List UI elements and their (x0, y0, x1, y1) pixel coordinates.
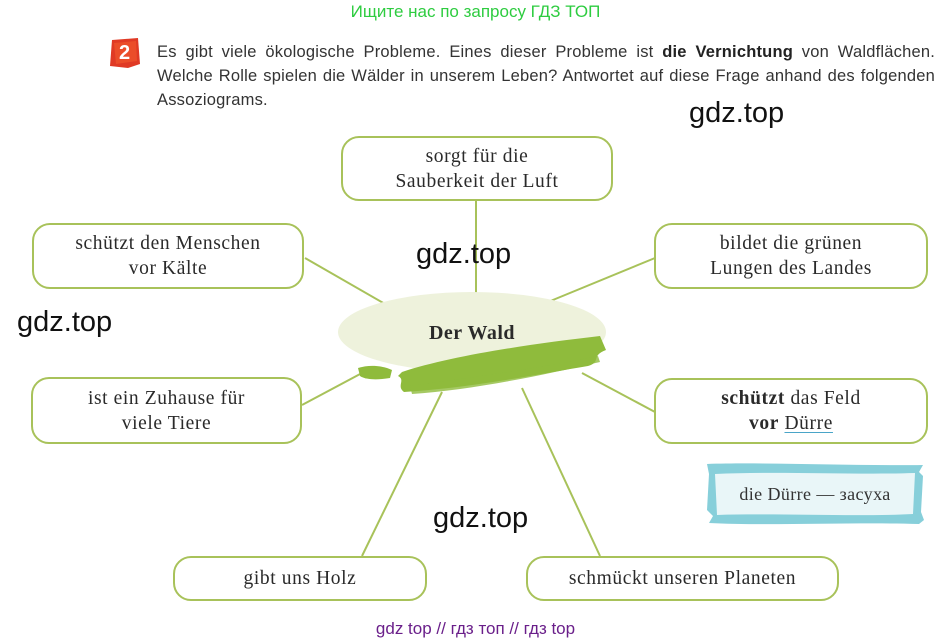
line-bottom-left (361, 391, 443, 557)
task-number: 2 (118, 42, 131, 64)
box-bottom-left: gibt uns Holz (173, 556, 427, 601)
box-upper-left: schützt den Menschen vor Kälte (32, 223, 304, 289)
box-mid-right-line2: vor Dürre (749, 411, 833, 436)
vocab-note: die Dürre — засуха (705, 462, 925, 526)
box-bottom-right-line1: schmückt unseren Planeten (568, 568, 797, 589)
box-upper-left-line1: schützt den Menschen (75, 233, 261, 254)
search-banner: Ищите нас по запросу ГДЗ ТОП (350, 2, 601, 21)
box-mid-right: schützt das Feld vor Dürre (654, 378, 928, 444)
line-upper-right (547, 257, 656, 303)
vocab-brush-icon (707, 463, 924, 525)
box-bottom-right: schmückt unseren Planeten (526, 556, 839, 601)
box-upper-right-line2: Lungen des Landes (710, 258, 872, 279)
line-mid-right (581, 372, 656, 413)
vocab-text: die Dürre — засуха (739, 484, 891, 504)
box-mid-right-bold1: schützt (721, 388, 785, 409)
task-text-part1: Es gibt viele ökologische Probleme. Eine… (157, 43, 663, 61)
box-upper-right: bildet die grünen Lungen des Landes (654, 223, 928, 289)
box-upper-right-line1: bildet die grünen (719, 233, 863, 254)
box-upper-left-line2: vor Kälte (128, 258, 208, 279)
box-bottom-left-line1: gibt uns Holz (243, 568, 357, 589)
task-text-part2: von Waldflächen. Welche Rolle spielen di… (157, 43, 935, 109)
center-brush-stroke (358, 336, 606, 394)
line-upper-left (304, 257, 386, 305)
line-bottom-right (521, 387, 601, 557)
watermark-1: gdz.top (689, 97, 785, 129)
footer-watermark: gdz top // гдз топ // гдз top (375, 619, 576, 638)
box-top-line1: sorgt für die (425, 145, 529, 167)
box-top: sorgt für die Sauberkeit der Luft (341, 136, 613, 201)
watermark-4: gdz.top (433, 502, 529, 534)
box-mid-left: ist ein Zuhause für viele Tiere (31, 377, 302, 444)
line-mid-left (301, 372, 363, 406)
box-mid-left-line2: viele Tiere (121, 412, 212, 434)
watermark-2: gdz.top (416, 238, 512, 270)
center-label: Der Wald (428, 322, 516, 344)
task-text-bold: die Vernichtung (662, 43, 794, 61)
box-mid-right-rest1: das Feld (784, 388, 861, 409)
box-mid-right-bold2: vor (749, 413, 779, 434)
badge-shape-icon (110, 38, 140, 68)
box-mid-right-line1: schützt das Feld (721, 386, 861, 411)
task-number-badge: 2 (108, 37, 141, 69)
box-mid-left-line1: ist ein Zuhause für (87, 387, 246, 409)
box-mid-right-underlined: Dürre (784, 413, 833, 434)
task-text: Es gibt viele ökologische Probleme. Eine… (157, 40, 935, 112)
watermark-3: gdz.top (17, 306, 113, 338)
box-top-line2: Sauberkeit der Luft (395, 170, 559, 192)
